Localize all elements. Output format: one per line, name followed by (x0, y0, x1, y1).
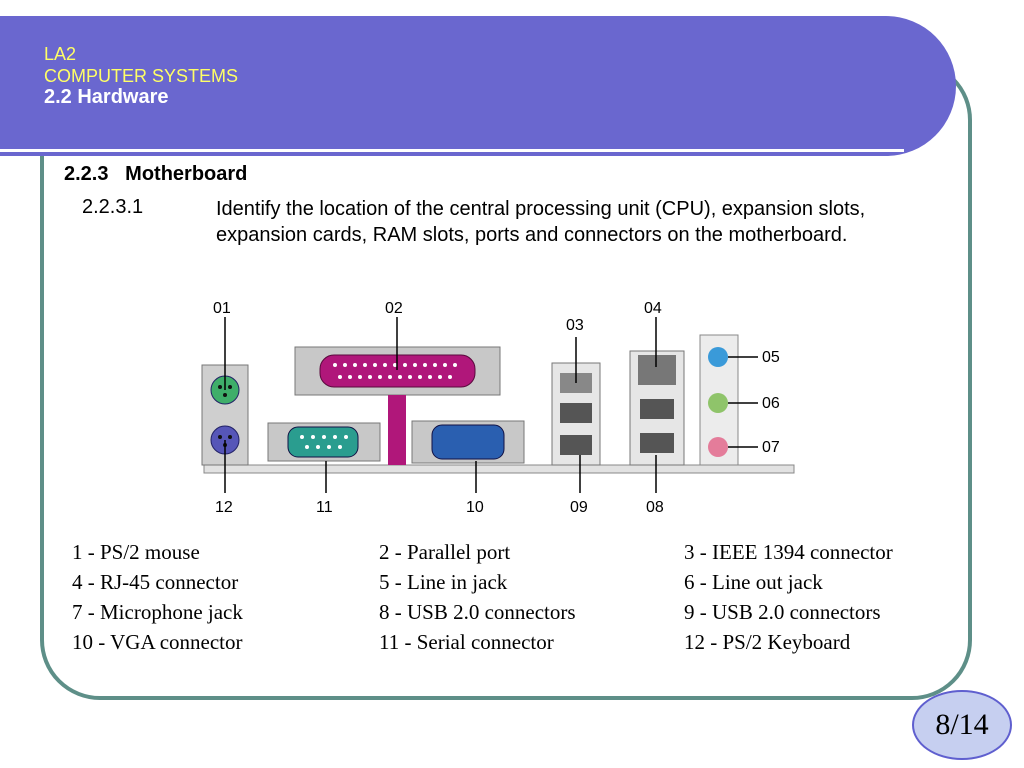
audio-panel (699, 334, 739, 466)
callout-06: 06 (762, 395, 780, 412)
legend-item: 7 - Microphone jack (72, 600, 243, 624)
legend-item: 8 - USB 2.0 connectors (379, 600, 576, 624)
header-topic: 2.2 Hardware (44, 86, 169, 108)
legend-item: 9 - USB 2.0 connectors (684, 600, 881, 624)
header-course-code: LA2 (44, 44, 77, 64)
legend-item: 4 - RJ-45 connector (72, 570, 239, 594)
legend-item: 3 - IEEE 1394 connector (684, 540, 893, 564)
callout-08: 08 (646, 499, 664, 516)
ps2-port-block (201, 364, 249, 466)
usb-port (560, 403, 592, 423)
callout-10: 10 (466, 499, 484, 516)
header-divider (0, 149, 904, 152)
callout-01: 01 (213, 300, 231, 317)
subsection-number: 2.2.3.1 (82, 196, 144, 218)
legend-item: 6 - Line out jack (684, 570, 823, 594)
callout-11: 11 (316, 499, 333, 516)
legend-row: 4 - RJ-45 connector 5 - Line in jack 6 -… (72, 570, 972, 600)
section-title: 2.2.3 Motherboard (64, 163, 248, 185)
legend-item: 2 - Parallel port (379, 540, 511, 564)
callout-07: 07 (762, 439, 780, 456)
rj45-port (638, 355, 676, 385)
callout-05: 05 (762, 349, 780, 366)
slide-header (0, 16, 956, 156)
mic-jack (708, 437, 728, 457)
io-plate (203, 464, 795, 474)
callout-09: 09 (570, 499, 588, 516)
page-indicator: 8/14 (912, 690, 1012, 760)
serial-port (267, 422, 381, 462)
legend-row: 1 - PS/2 mouse 2 - Parallel port 3 - IEE… (72, 540, 972, 570)
callout-12: 12 (215, 499, 233, 516)
subsection-description: Identify the location of the central pro… (216, 198, 866, 246)
legend-item: 1 - PS/2 mouse (72, 540, 200, 564)
legend-item: 11 - Serial connector (379, 630, 554, 654)
legend-row: 10 - VGA connector 11 - Serial connector… (72, 630, 972, 660)
usb-stack-right (629, 350, 685, 466)
usb-port (560, 435, 592, 455)
callout-03: 03 (566, 317, 584, 334)
legend-row: 7 - Microphone jack 8 - USB 2.0 connecto… (72, 600, 972, 630)
vga-port (411, 420, 525, 464)
legend-item: 12 - PS/2 Keyboard (684, 630, 851, 654)
line-out-jack (708, 393, 728, 413)
callout-lines (224, 317, 758, 493)
io-panel-diagram: 01 02 03 04 05 06 07 08 09 10 11 12 (201, 300, 795, 516)
legend-item: 10 - VGA connector (72, 630, 243, 654)
line-in-jack (708, 347, 728, 367)
callout-04: 04 (644, 300, 662, 317)
usb-port (640, 399, 674, 419)
port-legend: 1 - PS/2 mouse 2 - Parallel port 3 - IEE… (72, 540, 972, 660)
callout-02: 02 (385, 300, 403, 317)
usb-port (640, 433, 674, 453)
legend-item: 5 - Line in jack (379, 570, 508, 594)
header-subject: COMPUTER SYSTEMS (44, 66, 239, 86)
